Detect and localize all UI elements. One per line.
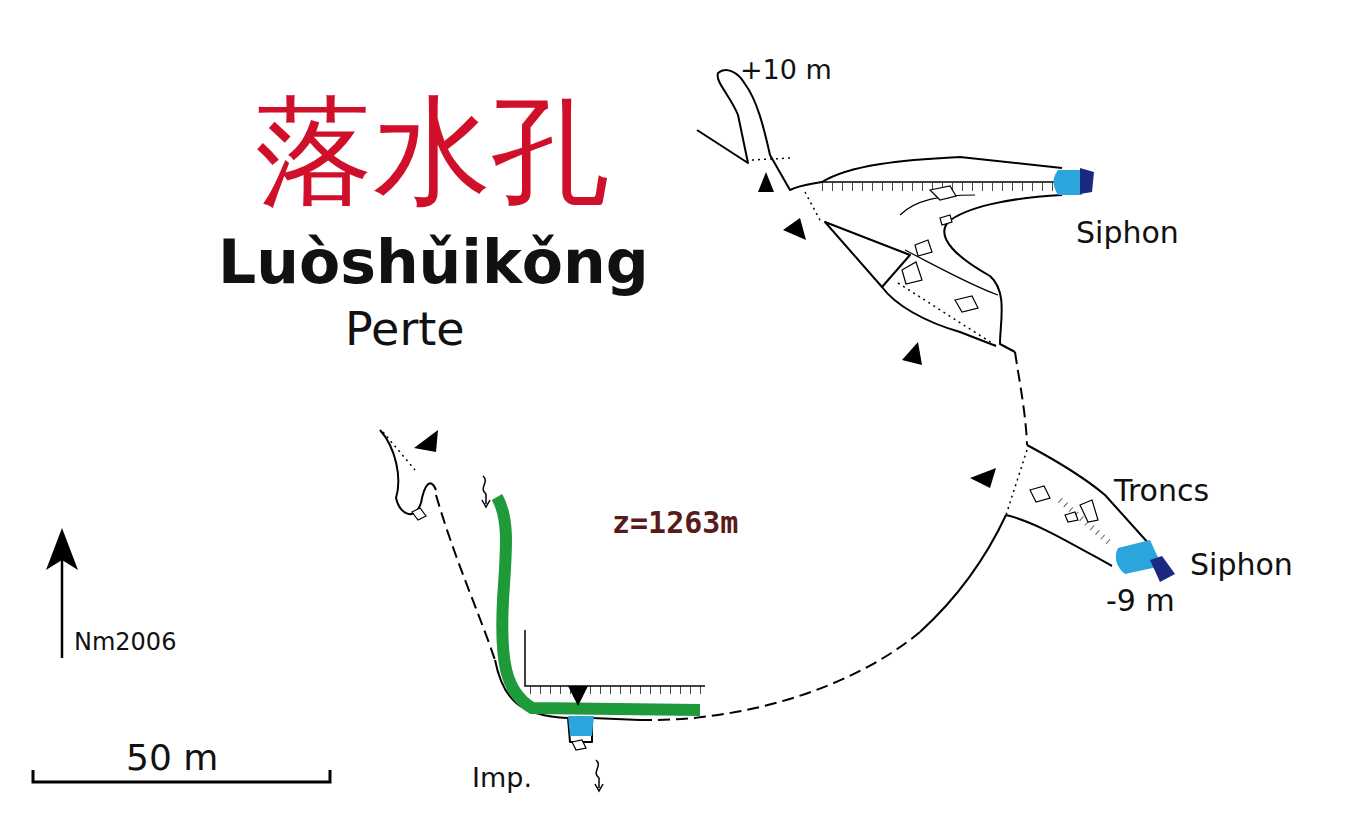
boulder (412, 508, 426, 520)
depth-label: -9 m (1106, 586, 1175, 616)
water (1150, 556, 1175, 582)
section-line (898, 283, 995, 345)
slope-hatch (822, 181, 1055, 183)
boulder (915, 240, 932, 256)
cave-wall (882, 287, 996, 346)
north-label: Nm2006 (74, 630, 176, 654)
slope-hatch (1060, 500, 1112, 545)
boulder (955, 296, 978, 312)
flow-arrow (482, 476, 603, 791)
height-label: +10 m (740, 56, 832, 83)
north-arrow (46, 528, 78, 570)
slope-hatch (530, 686, 705, 694)
entrance-arrow (414, 430, 438, 452)
north-arrow (46, 528, 78, 658)
section-line (752, 158, 790, 160)
slope-hatch (525, 630, 705, 686)
entrance-arrow (970, 468, 996, 488)
cave-wall (920, 515, 1006, 632)
entrance-arrow (783, 218, 806, 240)
unsurveyed-passage (436, 352, 1027, 720)
cave-name: Luòshǔikǒng (218, 232, 649, 292)
water (568, 716, 594, 736)
boulder (940, 215, 952, 225)
unsurveyed-passage (436, 495, 495, 660)
scale-label: 50 m (126, 740, 218, 776)
altitude-label: z=1263m (612, 508, 738, 538)
boulder (930, 186, 956, 200)
unsurveyed-passage (1015, 352, 1027, 445)
water (1080, 168, 1094, 194)
boulder (1080, 500, 1098, 522)
water (568, 168, 1175, 736)
entrance-arrow (568, 686, 588, 706)
cave-wall (1006, 515, 1112, 566)
boulder (1065, 512, 1078, 522)
flow-arrow (483, 476, 486, 504)
entrance-arrow (758, 172, 774, 192)
flow-arrow (596, 760, 599, 788)
siphon-label: Siphon (1190, 550, 1293, 580)
boulder (572, 740, 586, 750)
siphon-label: Siphon (1076, 218, 1179, 248)
section-line (1006, 450, 1027, 515)
section-line (383, 432, 415, 470)
boulder (902, 262, 922, 284)
cave-wall (697, 70, 1062, 190)
feature-label: Troncs (1114, 476, 1209, 506)
map-title: 落水孔 (255, 92, 609, 210)
entrance-arrow (902, 342, 922, 365)
section-line (805, 192, 822, 224)
cave-type: Perte (345, 306, 465, 352)
flow-arrow (595, 784, 603, 791)
section-line (383, 158, 1027, 515)
boulder (1030, 486, 1050, 502)
cave-wall (592, 718, 640, 720)
water (1054, 170, 1083, 195)
impasse-label: Imp. (472, 764, 532, 791)
cave-wall (825, 222, 910, 287)
flow-arrow (482, 500, 490, 507)
cave-wall (944, 195, 1062, 352)
